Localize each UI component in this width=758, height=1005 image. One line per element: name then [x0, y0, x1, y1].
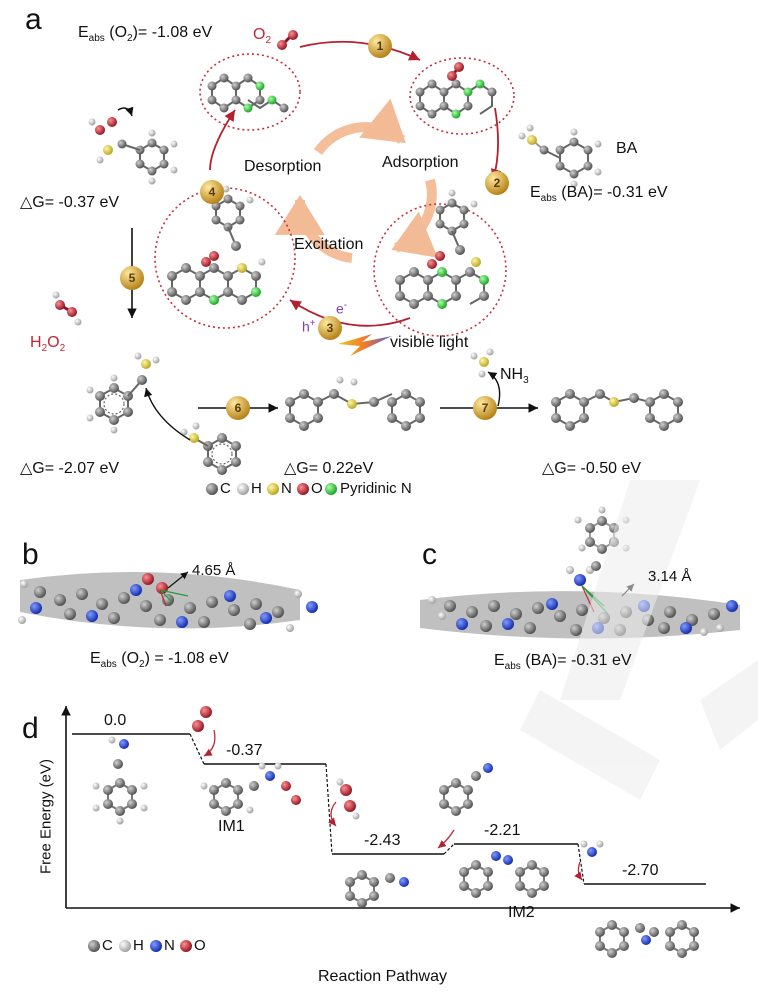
- catalyst-fragment-top-left: [207, 73, 289, 113]
- eabs-o2-label: Eabs (O2)= -1.08 eV: [78, 24, 213, 45]
- level-label-0: 0.0: [104, 712, 127, 729]
- step-badge-6: 6: [226, 396, 250, 420]
- panel-d-nh3-molecule: [574, 840, 604, 881]
- intermediate-ooh-benzyl: [88, 106, 178, 185]
- visible-light-label: visible light: [390, 334, 469, 351]
- level-label-2: -2.43: [364, 832, 401, 849]
- panel-b-eabs: Eabs (O2) = -1.08 eV: [90, 650, 229, 671]
- legend-o: O: [311, 480, 323, 497]
- imine-product: [551, 389, 683, 431]
- step-badge-1: 1: [368, 34, 392, 58]
- legend-h: H: [251, 480, 262, 497]
- step-5-number: 5: [129, 271, 136, 285]
- panel-a-letter: a: [25, 3, 42, 36]
- panel-d-energy-levels: [72, 733, 706, 885]
- background-watermark: [520, 480, 758, 800]
- step-1-number: 1: [377, 39, 384, 53]
- im1-name: IM1: [218, 818, 245, 835]
- step-badge-4: 4: [200, 180, 224, 204]
- dg-step7: △G= -0.50 eV: [542, 460, 642, 477]
- o2-label: O2: [253, 26, 272, 47]
- panel-d-connectors: [189, 733, 585, 885]
- desorption-label: Desorption: [244, 158, 322, 175]
- h2o2-label: H2O2: [30, 334, 66, 355]
- catalyst-with-intermediate-left: [167, 185, 266, 305]
- coupled-intermediate: [285, 376, 425, 431]
- visible-light-icon: [338, 334, 392, 356]
- step-7-number: 7: [482, 401, 489, 415]
- panel-d-ba-incoming: [437, 763, 493, 849]
- cycle-arrows: [274, 98, 438, 263]
- step-4-number: 4: [209, 185, 216, 199]
- im2-name: IM2: [508, 904, 535, 921]
- panel-b-distance: 4.65 Å: [192, 562, 236, 579]
- level-label-im1: -0.37: [226, 742, 263, 759]
- dg-step5: △G= -2.07 eV: [20, 460, 120, 477]
- panel-c-letter: c: [422, 538, 437, 571]
- level-label-im2: -2.21: [484, 822, 521, 839]
- panel-b-structure: [18, 571, 318, 632]
- o2-molecule: [277, 30, 298, 50]
- level-label-4: -2.70: [622, 862, 659, 879]
- step-badge-2: 2: [485, 171, 509, 195]
- panel-c-structure: [420, 506, 740, 639]
- ba-label: BA: [616, 140, 638, 157]
- catalyst-with-ba-right: [395, 189, 489, 309]
- panel-d-o2-molecule: [192, 706, 216, 757]
- electron-label: e-: [336, 300, 348, 317]
- benzylamine-molecule: [518, 124, 602, 188]
- legend-n: N: [281, 480, 292, 497]
- panel-c-eabs: Eabs (BA)= -0.31 eV: [494, 652, 632, 673]
- y-axis-label: Free Energy (eV): [37, 758, 55, 875]
- nh3-release-arrow: [487, 371, 501, 407]
- d-legend-n: N: [164, 937, 175, 954]
- panel-d-axes: [61, 706, 740, 913]
- dg-step6: △G= 0.22eV: [284, 460, 374, 477]
- panel-c-distance: 3.14 Å: [648, 568, 692, 585]
- panel-d-imine-product: [595, 920, 699, 958]
- legend-pyridinic-n: Pyridinic N: [340, 480, 412, 497]
- panel-d-benzylimine-molecule: [345, 870, 409, 908]
- step-badge-3: 3: [318, 316, 342, 340]
- nh3-label: NH3: [500, 366, 529, 387]
- nh3-molecule: [470, 348, 494, 378]
- panel-d-letter: d: [22, 712, 39, 745]
- hole-label: h+: [302, 318, 316, 335]
- dg-step4: △G= -0.37 eV: [20, 194, 120, 211]
- d-legend-o: O: [194, 937, 206, 954]
- step-3-number: 3: [327, 321, 334, 335]
- benzyl-radical-bottom: [144, 387, 241, 475]
- panel-d-im2-molecule: [459, 851, 549, 898]
- benzyl-radical-left: [86, 352, 160, 434]
- x-axis-label: Reaction Pathway: [318, 968, 447, 985]
- panel-b-letter: b: [22, 538, 39, 571]
- panel-a-legend-balls: [206, 483, 337, 495]
- panel-d-im1-molecule: [200, 762, 301, 816]
- panel-d-legend-balls: [88, 940, 192, 952]
- step-6-number: 6: [235, 401, 242, 415]
- excitation-label: Excitation: [294, 236, 364, 253]
- step-2-number: 2: [494, 176, 501, 190]
- step-badge-7: 7: [473, 396, 497, 420]
- panel-d-ba-molecule: [92, 736, 148, 825]
- catalyst-fragment-top-right: [415, 62, 497, 119]
- adsorption-label: Adsorption: [382, 154, 459, 171]
- d-legend-c: C: [102, 937, 113, 954]
- step-badge-5: 5: [120, 266, 144, 290]
- legend-c: C: [220, 480, 231, 497]
- d-legend-h: H: [133, 937, 144, 954]
- h2o2-molecule: [52, 291, 82, 326]
- dotted-circles: [154, 53, 515, 337]
- eabs-ba-label: Eabs (BA)= -0.31 eV: [530, 184, 668, 205]
- panel-d-h2o2-molecule: [328, 778, 360, 827]
